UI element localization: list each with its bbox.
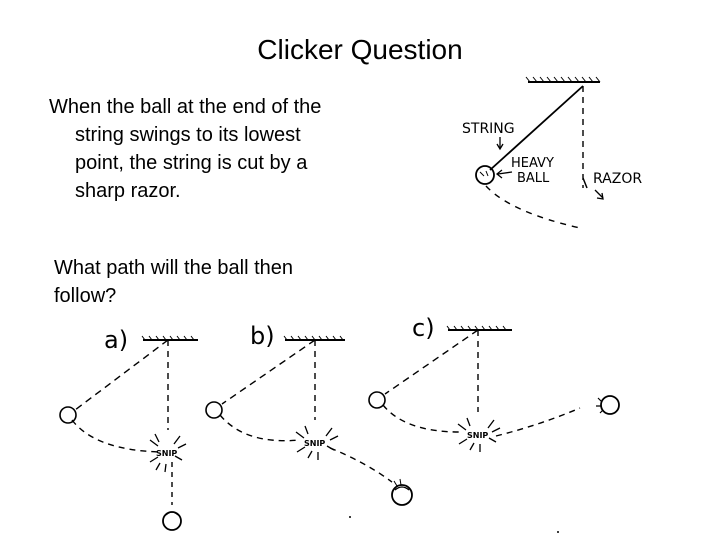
snip-a: SNIP xyxy=(156,449,177,458)
question-line: sharp razor. xyxy=(75,180,181,202)
option-b-label: b) xyxy=(250,322,275,350)
option-c-figure xyxy=(368,325,620,452)
setup-figure xyxy=(475,76,604,229)
speck xyxy=(557,531,559,533)
ball-label: BALL xyxy=(517,171,550,186)
ball-a xyxy=(162,511,182,531)
question-line: point, the string is cut by a xyxy=(75,152,308,174)
speck xyxy=(349,516,351,518)
snip-b: SNIP xyxy=(304,439,325,448)
ball-c xyxy=(600,395,620,415)
prompt-line: follow? xyxy=(54,285,117,307)
question-line: string swings to its lowest xyxy=(75,124,301,146)
option-c-label: c) xyxy=(412,314,435,342)
snip-c: SNIP xyxy=(467,431,488,440)
ball-b xyxy=(391,484,413,506)
prompt-text: What path will the ball then follow? xyxy=(54,254,374,310)
question-line: When the ball at the end of the xyxy=(49,96,322,118)
razor-label: RAZOR xyxy=(593,171,642,187)
question-text: When the ball at the end of the string s… xyxy=(49,93,389,205)
string-label: STRING xyxy=(462,121,515,137)
heavy-label: HEAVY xyxy=(511,156,554,171)
option-a-label: a) xyxy=(104,326,128,354)
heavy-ball xyxy=(475,165,495,185)
prompt-line: What path will the ball then xyxy=(54,257,294,279)
option-b-figure xyxy=(205,335,413,506)
option-a-figure xyxy=(59,335,198,531)
slide-title: Clicker Question xyxy=(257,34,463,65)
